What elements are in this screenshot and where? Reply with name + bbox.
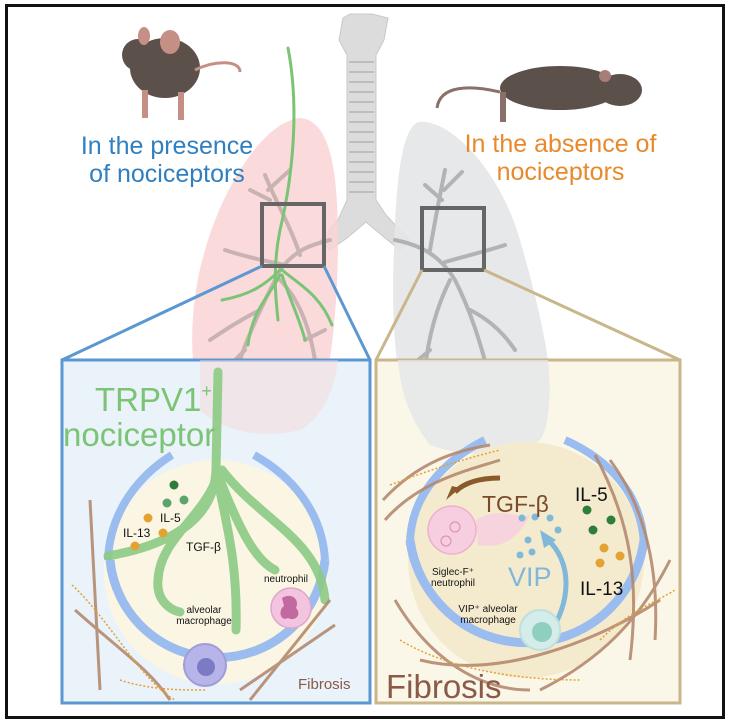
trpv1-label: TRPV1 — [95, 381, 202, 418]
left-zoom-box — [260, 202, 326, 268]
left-lung — [192, 118, 338, 419]
left-macrophage-label-line1: alveolar — [186, 605, 222, 616]
siglec-f-neutrophil-label-line1: Siglec-F⁺ — [432, 567, 474, 578]
right-cytokines — [582, 505, 625, 568]
vip-macrophage-label: VIP⁺ alveolar macrophage — [452, 604, 524, 626]
right-il5-label: IL-5 — [575, 485, 608, 506]
vip-macrophage-label-line1: VIP⁺ alveolar — [458, 604, 518, 615]
left-neutrophil-label: neutrophil — [264, 574, 308, 585]
left-macrophage-label: alveolar macrophage — [172, 605, 236, 627]
left-il13-label: IL-13 — [123, 526, 151, 540]
right-condition-title-line1: In the absence of — [464, 130, 657, 158]
vip-dots — [516, 513, 562, 559]
awake-mouse-icon — [122, 27, 242, 120]
right-condition-title-line2: nociceptors — [496, 158, 625, 186]
sleeping-mouse-icon — [435, 66, 642, 122]
trpv1-nociceptor-label: TRPV1+ nociceptor — [63, 381, 215, 452]
right-fibrosis-label: Fibrosis — [386, 668, 502, 705]
left-tgfb-label: TGF-β — [186, 540, 221, 554]
left-condition-title: In the presence of nociceptors — [62, 132, 272, 188]
siglec-f-neutrophil-label: Siglec-F⁺ neutrophil — [420, 567, 486, 589]
right-il13-label: IL-13 — [580, 579, 624, 600]
right-zoom-box — [420, 206, 486, 272]
left-il5-label: IL-5 — [160, 511, 181, 525]
trpv1-superscript: + — [201, 381, 212, 401]
right-collagen-fibers — [381, 443, 672, 692]
vip-macrophage-label-line2: macrophage — [460, 615, 516, 627]
vip-macrophage — [519, 609, 561, 651]
vip-label: VIP — [508, 562, 552, 592]
left-collagen-fibers — [74, 499, 336, 701]
right-condition-title: In the absence of nociceptors — [448, 130, 673, 186]
nociceptor-label: nociceptor — [63, 415, 216, 453]
right-tgfb-label: TGF-β — [482, 491, 549, 517]
siglec-f-neutrophil-label-line2: neutrophil — [431, 578, 475, 590]
nociceptor-nerve — [220, 46, 334, 347]
left-macrophage-label-line2: macrophage — [176, 616, 232, 628]
left-cytokines — [130, 480, 189, 551]
left-condition-title-line2: of nociceptors — [89, 160, 245, 188]
siglec-f-neutrophil — [427, 505, 530, 555]
left-fibrosis-label: Fibrosis — [298, 676, 351, 693]
left-neutrophil — [270, 587, 312, 629]
left-condition-title-line1: In the presence — [80, 132, 254, 160]
left-panel-nerve — [103, 367, 330, 635]
left-macrophage — [183, 643, 227, 687]
